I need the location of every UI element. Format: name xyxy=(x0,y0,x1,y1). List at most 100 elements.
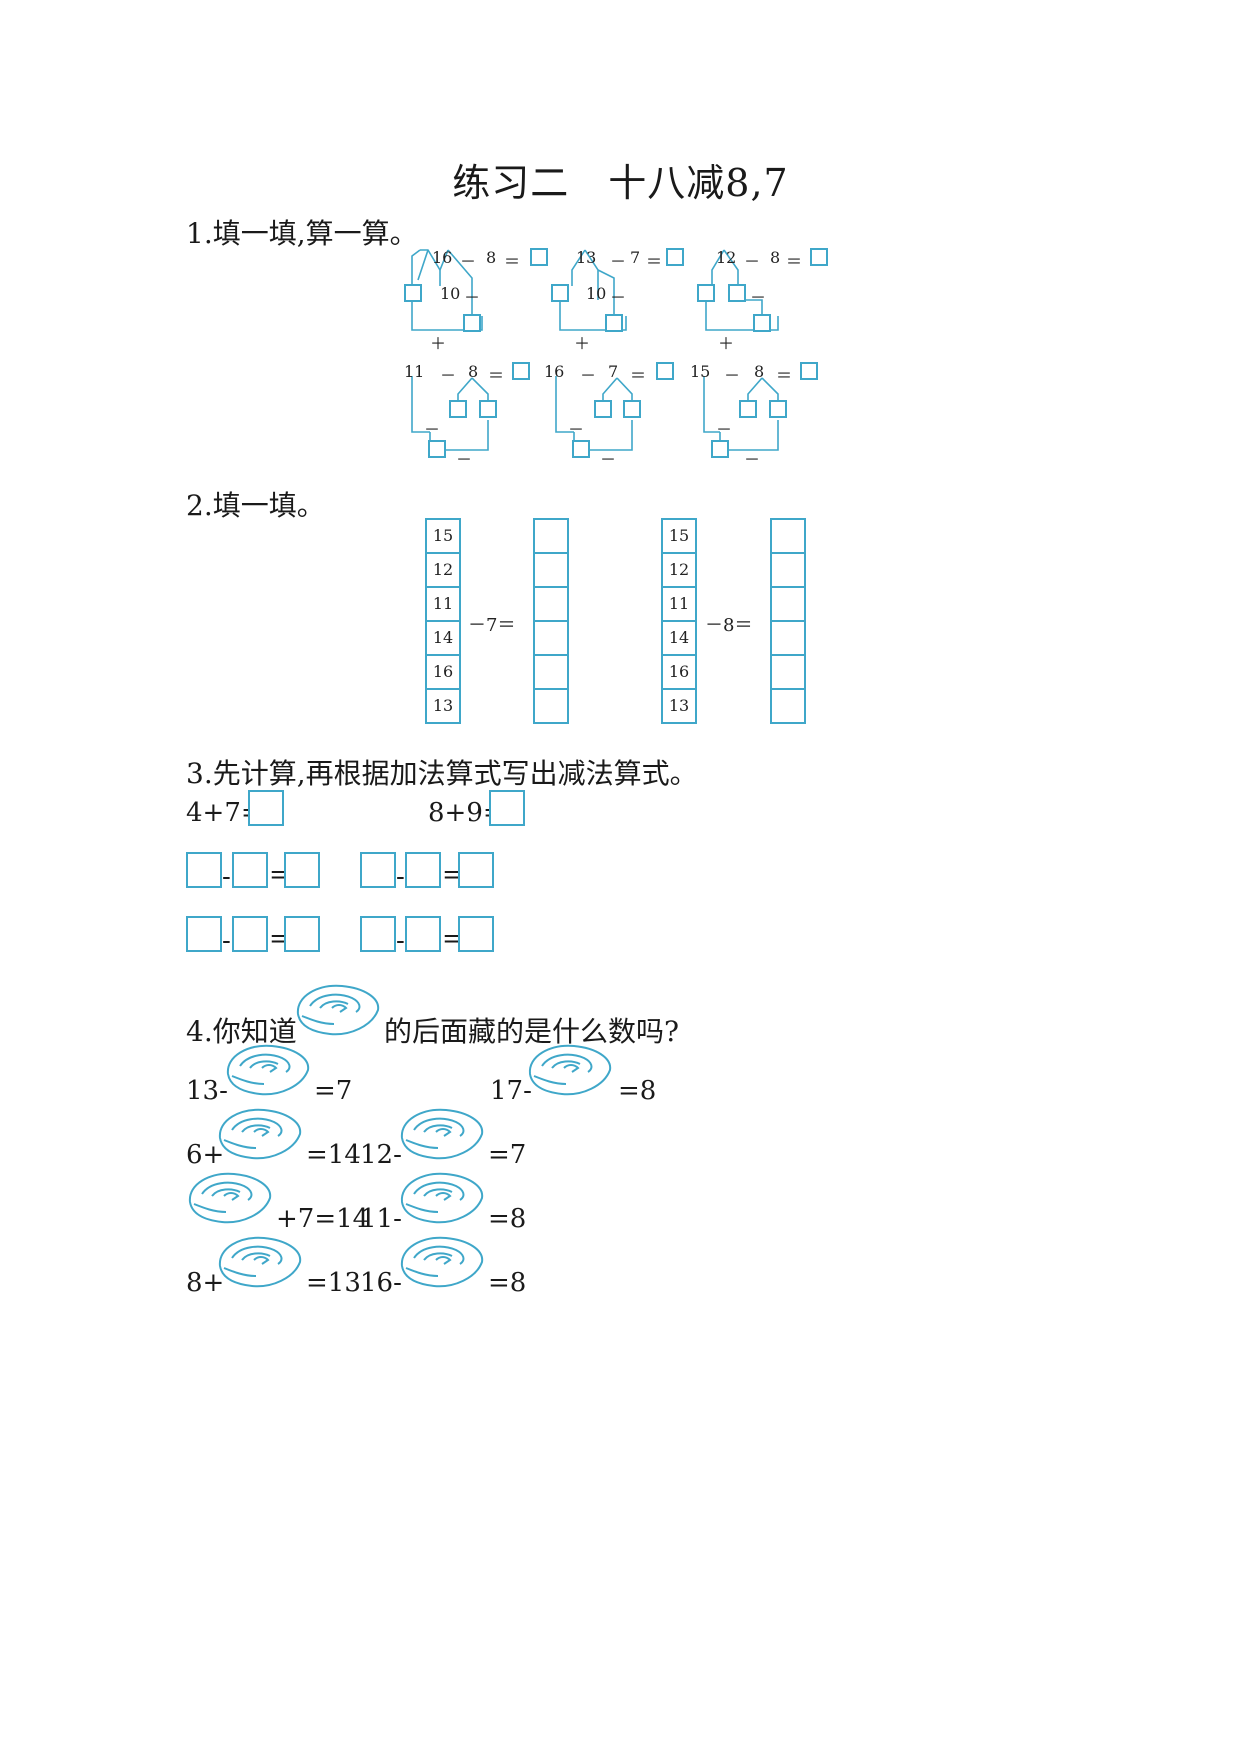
problem-3-eq: ＝ xyxy=(786,252,803,271)
row4-left-pre: 8+ xyxy=(186,1268,225,1298)
split-box[interactable] xyxy=(623,400,641,418)
operand-box[interactable] xyxy=(232,916,268,952)
problem-3-minus: － xyxy=(750,288,767,307)
seashell-icon[interactable] xyxy=(214,1232,306,1290)
row4-right-post: =8 xyxy=(488,1268,527,1298)
operand-box[interactable] xyxy=(405,916,441,952)
problem-5-minus1: － xyxy=(568,420,585,439)
row1-left-pre: 13- xyxy=(186,1076,228,1106)
problem-1-eq: ＝ xyxy=(504,252,521,271)
seashell-icon[interactable] xyxy=(396,1232,488,1290)
step-box[interactable] xyxy=(463,314,481,332)
row4-right-pre: 16- xyxy=(360,1268,402,1298)
value-cell: 14 xyxy=(661,620,697,656)
operand-box[interactable] xyxy=(360,852,396,888)
step-box[interactable] xyxy=(605,314,623,332)
result-box[interactable] xyxy=(770,654,806,690)
answer-box[interactable] xyxy=(800,362,818,380)
problem-1-a: 16 xyxy=(432,248,453,267)
section3-heading: 3.先计算,再根据加法算式写出减法算式。 xyxy=(186,757,698,790)
problem-1-op: － xyxy=(460,252,477,271)
step-box[interactable] xyxy=(572,440,590,458)
problem-3-op: － xyxy=(744,252,761,271)
problem-4-minus2: － xyxy=(456,450,473,469)
result-box[interactable] xyxy=(533,586,569,622)
result-box[interactable] xyxy=(533,518,569,554)
problem-1-plus: ＋ xyxy=(430,334,447,353)
answer-box[interactable] xyxy=(666,248,684,266)
result-box[interactable] xyxy=(284,916,320,952)
problem-6-a: 15 xyxy=(690,362,711,381)
seashell-icon[interactable] xyxy=(222,1040,314,1098)
result-box[interactable] xyxy=(533,620,569,656)
problem-2-minus: － xyxy=(610,288,627,307)
answer-box[interactable] xyxy=(530,248,548,266)
problem-1-ten: 10 xyxy=(440,284,461,303)
row1-right-post: =8 xyxy=(618,1076,657,1106)
problem-5-eq: ＝ xyxy=(630,366,647,385)
result-box[interactable] xyxy=(770,518,806,554)
problem-5-a: 16 xyxy=(544,362,565,381)
result-box[interactable] xyxy=(533,654,569,690)
answer-box[interactable] xyxy=(656,362,674,380)
minus-sign: - xyxy=(396,862,405,892)
problem-3-a: 12 xyxy=(716,248,737,267)
minus-sign: - xyxy=(396,926,405,956)
sum-box-2[interactable] xyxy=(489,790,525,826)
split-box[interactable] xyxy=(697,284,715,302)
row2-left-post: =14 xyxy=(306,1140,361,1170)
sum-box-1[interactable] xyxy=(248,790,284,826)
split-box[interactable] xyxy=(449,400,467,418)
row2-left-pre: 6+ xyxy=(186,1140,225,1170)
seashell-icon[interactable] xyxy=(184,1168,276,1226)
seashell-icon[interactable] xyxy=(524,1040,616,1098)
problem-4-b: 8 xyxy=(468,362,479,381)
result-box[interactable] xyxy=(770,586,806,622)
problem-6-minus1: － xyxy=(716,420,733,439)
problem-5-op: － xyxy=(580,366,597,385)
problem-6-eq: ＝ xyxy=(776,366,793,385)
problem-2-b: 7 xyxy=(630,248,641,267)
split-box[interactable] xyxy=(728,284,746,302)
operand-box[interactable] xyxy=(186,916,222,952)
value-cell: 14 xyxy=(425,620,461,656)
step-box[interactable] xyxy=(711,440,729,458)
problem-2-a: 13 xyxy=(576,248,597,267)
split-box[interactable] xyxy=(551,284,569,302)
row4-left-post: =13 xyxy=(306,1268,361,1298)
seashell-icon[interactable] xyxy=(396,1168,488,1226)
problem-1-b: 8 xyxy=(486,248,497,267)
problem-6-b: 8 xyxy=(754,362,765,381)
step-box[interactable] xyxy=(753,314,771,332)
result-box[interactable] xyxy=(284,852,320,888)
row1-right-pre: 17- xyxy=(490,1076,532,1106)
split-box[interactable] xyxy=(404,284,422,302)
split-box[interactable] xyxy=(739,400,757,418)
split-box[interactable] xyxy=(479,400,497,418)
result-box[interactable] xyxy=(533,552,569,588)
minus-sign: - xyxy=(222,862,231,892)
answer-box[interactable] xyxy=(810,248,828,266)
operand-box[interactable] xyxy=(360,916,396,952)
operand-box[interactable] xyxy=(186,852,222,888)
result-box[interactable] xyxy=(770,620,806,656)
result-box[interactable] xyxy=(770,552,806,588)
answer-box[interactable] xyxy=(512,362,530,380)
result-box[interactable] xyxy=(458,916,494,952)
result-box[interactable] xyxy=(533,688,569,724)
value-cell: 12 xyxy=(425,552,461,588)
operand-box[interactable] xyxy=(405,852,441,888)
value-cell: 15 xyxy=(425,518,461,554)
split-box[interactable] xyxy=(594,400,612,418)
section1-heading: 1.填一填,算一算。 xyxy=(186,217,418,250)
result-box[interactable] xyxy=(770,688,806,724)
step-box[interactable] xyxy=(428,440,446,458)
result-box[interactable] xyxy=(458,852,494,888)
operand-box[interactable] xyxy=(232,852,268,888)
problem-6-minus2: － xyxy=(744,450,761,469)
row1-left-post: =7 xyxy=(314,1076,353,1106)
seashell-icon xyxy=(296,984,380,1036)
split-box[interactable] xyxy=(769,400,787,418)
seashell-icon[interactable] xyxy=(214,1104,306,1162)
seashell-icon[interactable] xyxy=(396,1104,488,1162)
